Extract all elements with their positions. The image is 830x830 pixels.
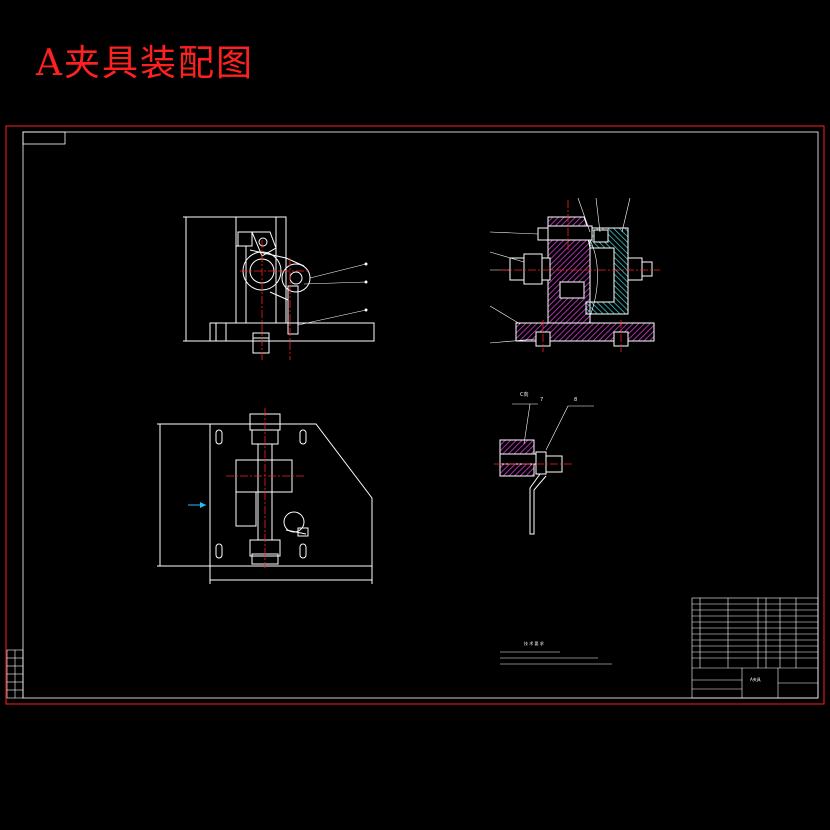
balloon-8: 8 [574,397,577,403]
section-view [489,197,660,352]
top-view [157,413,373,584]
left-side-strip [6,649,24,699]
front-view [183,216,375,354]
balloon-7: 7 [540,397,543,403]
code-box [22,131,66,145]
section-label: C向 [520,391,529,398]
inner-frame [22,131,819,699]
outer-frame [5,125,825,705]
technical-notes: 技 术 要 求 [500,640,612,665]
drawing-title: A夹具装配图 [36,43,254,84]
title-block [691,597,819,699]
c-view-detail: C向 7 8 [494,391,594,535]
notes-heading: 技 术 要 求 [524,640,544,646]
top-view-centerlines [226,408,304,568]
front-view-centerlines [240,240,310,360]
view-direction-arrow [188,502,206,508]
title-block-drawing-name: A夹具 [750,676,761,682]
